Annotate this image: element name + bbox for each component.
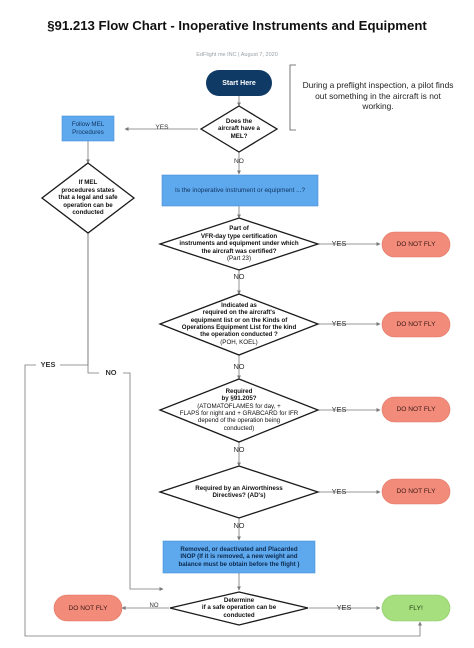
connectors (24, 96, 422, 637)
label-kinds-yes: YES (331, 319, 347, 328)
mel-line1: Does the (225, 117, 253, 125)
mel-line2: aircraft have a (218, 125, 260, 133)
inoperative-question-box (161, 174, 319, 207)
do-not-fly-2-text: DO NOT FLY (396, 321, 436, 328)
label-vfr-no: NO (233, 272, 245, 281)
safe-line1: Determine (223, 596, 255, 604)
decision-safe-text: Determine if a safe operation can be con… (172, 596, 306, 620)
follow-mel-line1: Follow MEL (71, 120, 105, 128)
removed-line1: Removed, or deactivated and Placarded (180, 545, 298, 553)
label-mel-procedures-no: NO (99, 368, 123, 377)
label-safe-yes: YES (336, 603, 352, 612)
decision-mel (199, 105, 279, 153)
ad-line1: Required by an Airworthiness (195, 484, 283, 492)
removed-line2: INOP (If it is removed, a new weight and (180, 553, 298, 561)
label-kinds-no: NO (233, 362, 245, 371)
decision-vfr-day-text: Part of VFR-day type certification instr… (162, 223, 316, 265)
p91205-line4: FLAPS for night and + GRABCARD for IFR (179, 410, 299, 417)
decision-kinds-ops (158, 293, 320, 356)
fly-terminal (381, 594, 451, 622)
removed-line3: balance must be obtain before the flight… (178, 560, 300, 568)
do-not-fly-2 (381, 311, 451, 338)
vfr-line1: Part of (229, 225, 249, 233)
scenario-note: During a preflight inspection, a pilot f… (302, 80, 454, 111)
label-ad-yes: YES (331, 487, 347, 496)
do-not-fly-1 (381, 231, 451, 258)
inoperative-question-text: Is the inoperative instrument or equipme… (174, 187, 305, 194)
start-terminal (206, 70, 272, 96)
safe-line2: if a safe operation can be (201, 604, 277, 612)
do-not-fly-5 (53, 594, 123, 622)
label-91205-no: NO (233, 445, 245, 454)
mel-proc-line5: conducted (72, 209, 104, 217)
label-91205-yes: YES (331, 405, 347, 414)
label-mel-yes: YES (155, 124, 169, 131)
p91205-line6: conducted) (223, 424, 255, 432)
follow-mel-box (61, 115, 115, 142)
start-label: Start Here (222, 79, 256, 87)
follow-mel-text: Follow MEL Procedures (62, 116, 114, 141)
decision-kinds-ops-text: Indicated as required on the aircraft's … (162, 298, 316, 350)
safe-line3: conducted (223, 611, 255, 619)
p91205-line5: depend of the operation being (197, 417, 281, 425)
connector-mel-procedures-no (87, 232, 164, 591)
decision-91205-text: Required by §91.205? (ATOMATOFLAMES for … (162, 383, 316, 437)
mel-proc-line4: operation can be (63, 201, 113, 209)
note-bracket (289, 64, 296, 131)
p91205-line1: Required (225, 387, 253, 395)
follow-mel-line2: Procedures (72, 128, 104, 136)
kinds-line1: Indicated as (221, 301, 257, 309)
mel-proc-line2: procedures states (61, 186, 115, 194)
decision-mel-procedures-text: If MEL procedures states that a legal an… (44, 172, 132, 224)
vfr-line4: the aircraft was certified? (201, 247, 277, 255)
mel-proc-line1: If MEL (78, 179, 98, 187)
removed-placarded-text: Removed, or deactivated and Placarded IN… (163, 541, 315, 573)
label-mel-procedures-yes: YES (36, 360, 60, 369)
do-not-fly-3 (381, 396, 451, 423)
vfr-line3: instruments and equipment under which (179, 240, 299, 248)
do-not-fly-4 (381, 478, 451, 505)
page-title: §91.213 Flow Chart - Inoperative Instrum… (47, 18, 427, 33)
decision-part-91-205 (158, 378, 320, 443)
do-not-fly-5-text: DO NOT FLY (68, 604, 108, 612)
decision-ad (157, 465, 321, 519)
fly-text: FLY! (409, 604, 423, 612)
connector-mel-procedures-yes (24, 232, 422, 637)
mel-line3: MEL? (230, 132, 248, 140)
mel-proc-line3: that a legal and safe (58, 194, 118, 202)
decision-mel-procedures (40, 162, 136, 234)
do-not-fly-4-text: DO NOT FLY (396, 488, 436, 495)
do-not-fly-1-text: DO NOT FLY (396, 241, 436, 248)
removed-placarded-box (162, 540, 316, 574)
label-vfr-yes: YES (331, 239, 347, 248)
kinds-line2: required on the aircraft's (202, 309, 276, 317)
decision-vfr-day (157, 217, 321, 271)
decision-ad-text: Required by an Airworthiness Directives?… (162, 480, 316, 504)
decision-safe-operation (169, 591, 309, 626)
subtitle: EdFlight me INC | August 7, 2020 (196, 52, 278, 58)
kinds-line6: (POH, KOEL) (220, 338, 258, 346)
kinds-line4: Operations Equipment List for the kind (181, 324, 297, 331)
label-ad-no: NO (233, 521, 245, 530)
decision-mel-text: Does the aircraft have a MEL? (201, 110, 277, 148)
p91205-line2: by §91.205? (221, 395, 257, 403)
vfr-line5: (Part 23) (226, 255, 252, 263)
kinds-line3: equipment list or on the Kinds of (190, 316, 288, 324)
kinds-line5: the operation conducted ? (200, 331, 278, 339)
vfr-line2: VFR-day type certification (200, 232, 278, 240)
label-safe-no: NO (149, 603, 159, 609)
label-mel-no: NO (234, 158, 244, 165)
p91205-line3: (ATOMATOFLAMES for day, + (197, 402, 281, 410)
do-not-fly-3-text: DO NOT FLY (396, 406, 436, 413)
ad-line2: Directives? (AD's) (212, 492, 266, 499)
